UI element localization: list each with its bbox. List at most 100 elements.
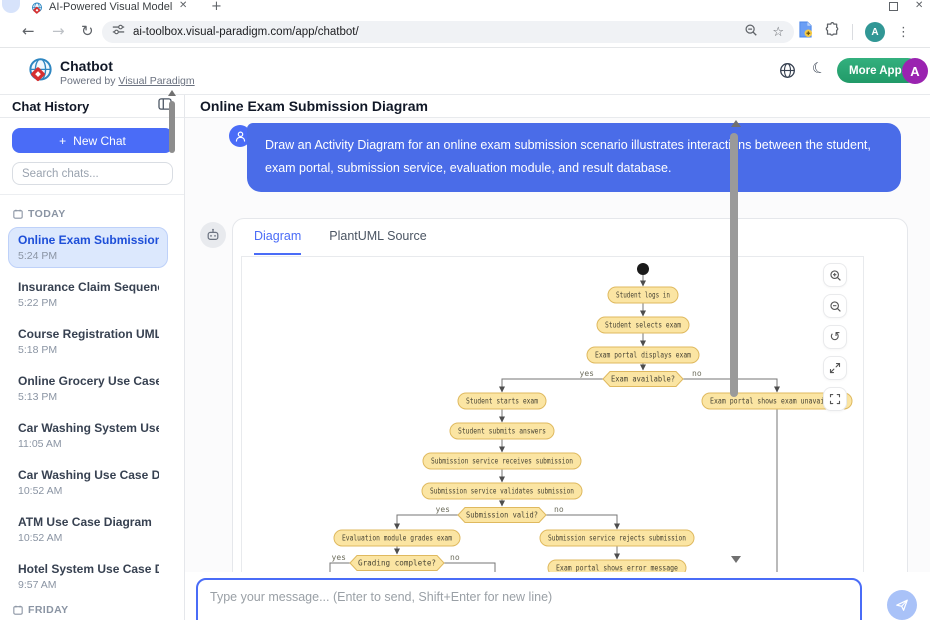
message-input[interactable] <box>196 578 862 620</box>
chat-area: Draw an Activity Diagram for an online e… <box>185 118 930 572</box>
account-avatar[interactable]: A <box>902 58 928 84</box>
window-maximize-icon[interactable] <box>889 2 898 11</box>
chat-item-title: ATM Use Case Diagram <box>18 515 152 529</box>
chat-item-time: 5:22 PM <box>18 297 58 309</box>
chat-scroll-down-arrow[interactable] <box>731 556 741 563</box>
forward-icon[interactable]: → <box>52 22 65 40</box>
dark-mode-moon-icon[interactable]: ☾ <box>809 57 828 79</box>
tab-plantuml-source[interactable]: PlantUML Source <box>329 229 427 243</box>
zoom-out-page-icon[interactable] <box>744 23 758 42</box>
svg-text:Exam portal shows exam unavail: Exam portal shows exam unavailable <box>710 397 844 406</box>
site-settings-icon[interactable] <box>112 23 125 41</box>
visual-paradigm-logo <box>27 57 54 89</box>
expand-button[interactable] <box>823 356 847 380</box>
language-globe-icon[interactable] <box>779 62 796 84</box>
zoom-in-button[interactable] <box>823 263 847 287</box>
browser-toolbar: ← → ↻ ai-toolbox.visual-paradigm.com/app… <box>0 16 930 48</box>
user-message-bubble: Draw an Activity Diagram for an online e… <box>247 123 901 193</box>
chat-item-title: Insurance Claim Sequence <box>18 280 159 294</box>
window-close-icon[interactable]: ✕ <box>915 0 924 11</box>
section-label: FRIDAY <box>13 604 168 616</box>
bot-avatar <box>200 222 226 248</box>
browser-tab-title[interactable]: AI-Powered Visual Modeling Ch <box>49 1 173 13</box>
app-title: Chatbot <box>60 58 113 74</box>
zoom-out-button[interactable] <box>823 294 847 318</box>
back-icon[interactable]: ← <box>22 22 35 40</box>
chat-item-time: 10:52 AM <box>18 485 63 497</box>
chat-item-title: Car Washing Use Case Diagr... <box>18 468 159 482</box>
extensions-puzzle-icon[interactable] <box>825 22 840 42</box>
svg-text:yes: yes <box>580 369 595 378</box>
svg-text:Evaluation module grades exam: Evaluation module grades exam <box>342 534 452 543</box>
chat-scrollbar-thumb[interactable] <box>730 133 738 397</box>
svg-text:no: no <box>692 369 702 378</box>
chat-history-sidebar: Chat History +New Chat TODAY Online Exam … <box>0 95 185 620</box>
fullscreen-button[interactable] <box>823 387 847 411</box>
chat-item-time: 5:24 PM <box>18 250 58 262</box>
new-chat-button[interactable]: +New Chat <box>12 128 173 153</box>
browser-menu-icon[interactable]: ⋮ <box>897 24 910 40</box>
svg-text:Exam available?: Exam available? <box>611 375 675 384</box>
svg-text:Student selects exam: Student selects exam <box>605 321 681 330</box>
svg-text:Exam portal displays exam: Exam portal displays exam <box>595 351 691 360</box>
user-avatar <box>229 125 251 147</box>
chat-history-item[interactable]: Online Exam Submission Dia...5:24 PM <box>8 227 168 268</box>
svg-text:Submission service rejects sub: Submission service rejects submission <box>548 534 686 543</box>
main-panel: Online Exam Submission Diagram Draw an A… <box>185 95 930 620</box>
browser-tab-strip: AI-Powered Visual Modeling Ch ✕ + ✕ <box>0 0 930 16</box>
chat-history-list: TODAY Online Exam Submission Dia...5:24 P… <box>0 195 184 620</box>
chat-history-item[interactable]: Online Grocery Use Case 5:13 PM <box>8 368 168 409</box>
partial-tab-fragment <box>2 0 20 13</box>
chat-item-time: 5:18 PM <box>18 344 58 356</box>
chat-item-title: Online Grocery Use Case <box>18 374 159 388</box>
browser-profile-avatar[interactable]: A <box>865 22 885 42</box>
chat-history-item[interactable]: Hotel System Use Case Diagr... 9:57 AM <box>8 556 168 597</box>
chat-scroll-up-arrow[interactable] <box>731 120 741 127</box>
conversation-title: Online Exam Submission Diagram <box>200 98 428 114</box>
extension-doc-icon[interactable] <box>798 21 813 43</box>
chat-item-time: 5:13 PM <box>18 391 58 403</box>
sidebar-title: Chat History <box>12 98 90 114</box>
chat-item-time: 11:05 AM <box>18 438 62 450</box>
svg-text:Student starts exam: Student starts exam <box>466 397 538 406</box>
svg-text:yes: yes <box>436 505 451 514</box>
url-bar[interactable]: ai-toolbox.visual-paradigm.com/app/chatb… <box>102 21 794 43</box>
sidebar-scrollbar-thumb[interactable] <box>169 101 175 153</box>
section-label: TODAY <box>13 208 168 220</box>
reset-view-button[interactable]: ↺ <box>823 325 847 349</box>
sidebar-scroll-up-arrow[interactable] <box>168 90 176 96</box>
calendar-icon <box>13 605 23 615</box>
visual-paradigm-link[interactable]: Visual Paradigm <box>118 75 195 87</box>
powered-by: Powered by Visual Paradigm <box>60 75 195 87</box>
toolbar-divider <box>852 24 853 40</box>
reload-icon[interactable]: ↻ <box>81 22 94 40</box>
new-tab-icon[interactable]: + <box>211 0 222 14</box>
url-text[interactable]: ai-toolbox.visual-paradigm.com/app/chatb… <box>133 26 359 38</box>
chat-item-time: 9:57 AM <box>18 579 57 591</box>
plus-icon: + <box>59 133 67 148</box>
tab-favicon-icon <box>31 1 43 19</box>
svg-text:yes: yes <box>332 553 347 562</box>
bookmark-star-icon[interactable]: ☆ <box>772 24 784 40</box>
chat-history-item[interactable]: Car Washing System Use Case11:05 AM <box>8 415 168 456</box>
svg-text:Student logs in: Student logs in <box>616 291 670 300</box>
tab-diagram[interactable]: Diagram <box>254 229 302 255</box>
svg-text:Grading complete?: Grading complete? <box>358 559 436 568</box>
svg-text:no: no <box>554 505 564 514</box>
chat-history-item[interactable]: Car Washing Use Case Diagr... 10:52 AM <box>8 462 168 503</box>
search-chats-input[interactable] <box>12 162 173 185</box>
svg-text:Submission service validates s: Submission service validates submission <box>430 487 574 496</box>
send-button[interactable] <box>887 590 917 620</box>
tab-close-icon[interactable]: ✕ <box>179 0 188 11</box>
chat-item-title: Hotel System Use Case Diagr... <box>18 562 159 576</box>
calendar-icon <box>13 209 23 219</box>
sidebar-divider <box>0 194 184 195</box>
composer <box>185 572 930 620</box>
chat-history-item[interactable]: Insurance Claim Sequence 5:22 PM <box>8 274 168 315</box>
